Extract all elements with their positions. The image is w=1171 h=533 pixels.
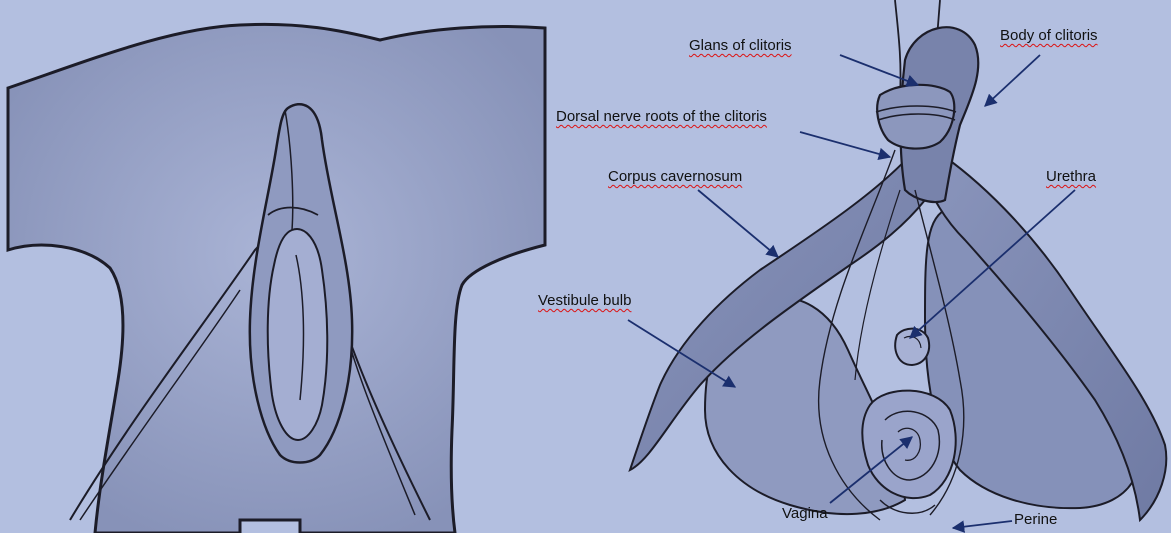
label-urethra: Urethra — [1046, 168, 1096, 186]
label-corpus-cavernosum: Corpus cavernosum — [608, 168, 742, 186]
arrow-dorsal — [800, 132, 890, 157]
label-vagina: Vagina — [782, 505, 828, 523]
urethra-opening — [895, 329, 929, 365]
label-perine: Perine — [1014, 511, 1057, 529]
external-vulva-illustration — [8, 24, 545, 533]
label-vestibule-bulb: Vestibule bulb — [538, 292, 631, 310]
arrow-corpus — [698, 190, 778, 257]
arrow-perine — [953, 521, 1012, 528]
arrow-body — [985, 55, 1040, 106]
label-dorsal-nerve-roots: Dorsal nerve roots of the clitoris — [556, 108, 767, 126]
label-glans-of-clitoris: Glans of clitoris — [689, 37, 792, 55]
label-body-of-clitoris: Body of clitoris — [1000, 27, 1098, 45]
